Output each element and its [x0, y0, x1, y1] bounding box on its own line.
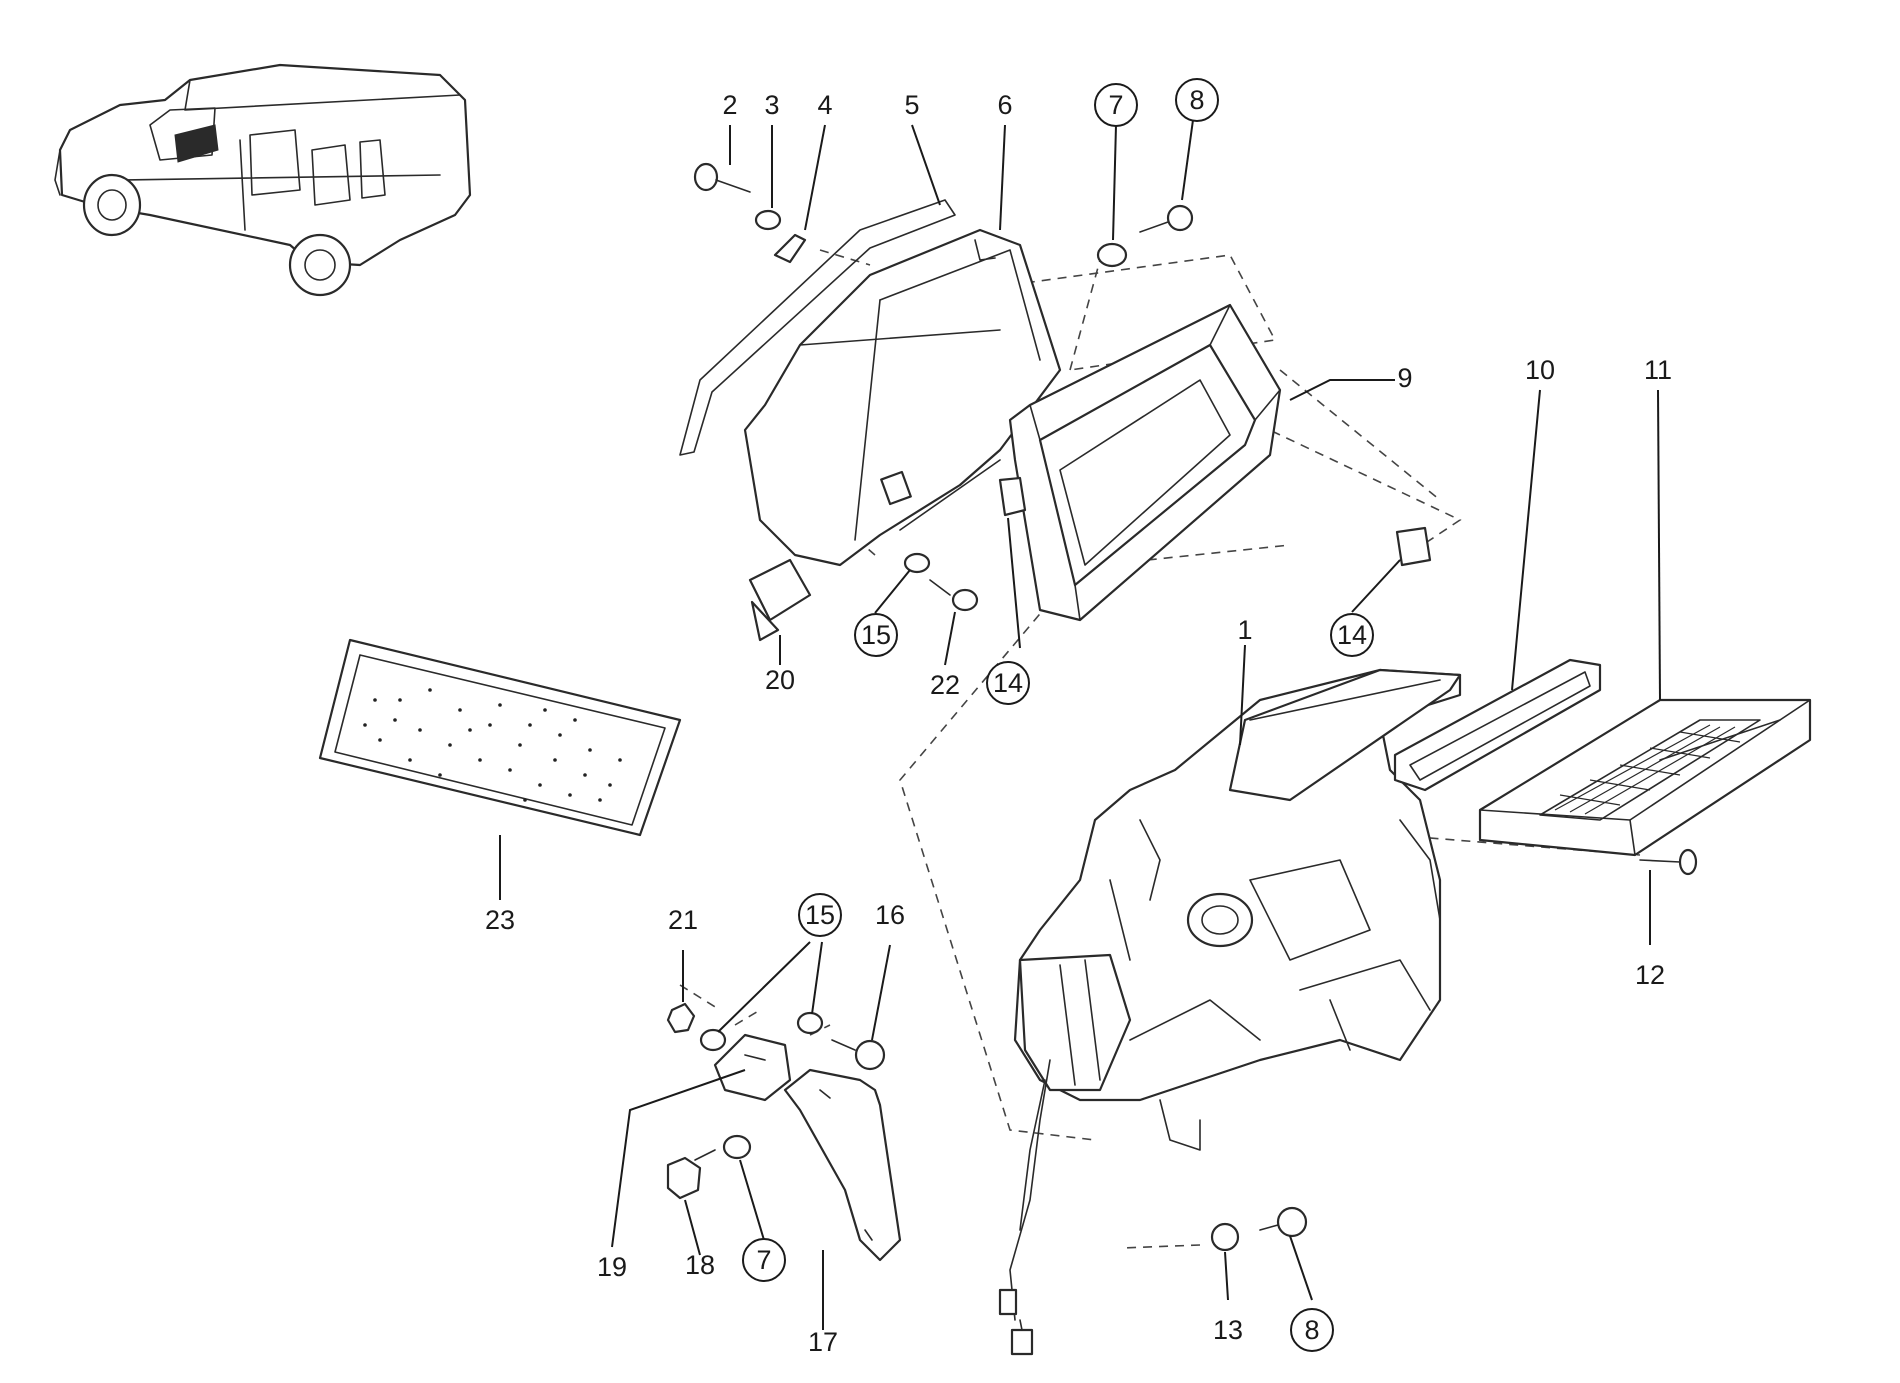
callout-22: 22: [930, 670, 960, 700]
callout-number: 5: [904, 90, 919, 120]
callout-9: 9: [1397, 363, 1412, 393]
callout-7: 7: [742, 1238, 786, 1282]
filter-pad-23: [318, 638, 682, 837]
callout-17: 17: [808, 1327, 838, 1357]
callout-15: 15: [798, 893, 842, 937]
callout-number: 9: [1397, 363, 1412, 393]
callout-number: 1: [1237, 615, 1252, 645]
callout-20: 20: [765, 665, 795, 695]
callout-23: 23: [485, 905, 515, 935]
bracket-17: [783, 1068, 902, 1262]
callout-number: 11: [1644, 355, 1672, 385]
callout-14: 14: [1330, 613, 1374, 657]
callout-14: 14: [986, 661, 1030, 705]
callout-circle: [1330, 613, 1374, 657]
callout-number: 20: [765, 665, 795, 695]
callout-number: 7: [1108, 90, 1123, 120]
vent-grille-11: [1478, 698, 1812, 857]
callout-number: 16: [875, 900, 905, 930]
callout-8: 8: [1175, 78, 1219, 122]
callout-number: 12: [1635, 960, 1665, 990]
blower-cover-6: [743, 228, 1062, 567]
leader-lines: [499, 119, 1661, 1330]
callout-11: 11: [1644, 355, 1672, 385]
callout-circle: [1094, 83, 1138, 127]
callout-number: 2: [722, 90, 737, 120]
callout-number: 4: [817, 90, 832, 120]
clip-19: [713, 1033, 792, 1102]
callout-19: 19: [597, 1252, 627, 1282]
callout-21: 21: [668, 905, 698, 935]
callout-4: 4: [817, 90, 832, 120]
callout-number: 14: [1337, 620, 1367, 650]
callout-13: 13: [1213, 1315, 1243, 1345]
callout-number: 21: [668, 905, 698, 935]
callout-10: 10: [1525, 355, 1555, 385]
gasket-5: [679, 199, 956, 456]
frame-9: [1008, 303, 1282, 622]
callout-number: 22: [930, 670, 960, 700]
callout-circle: [798, 893, 842, 937]
callout-number: 15: [805, 900, 835, 930]
callout-8: 8: [1290, 1308, 1334, 1352]
heater-box-1: [998, 668, 1462, 1356]
callout-circle: [986, 661, 1030, 705]
hardware: [666, 162, 1698, 1252]
callout-circle: [742, 1238, 786, 1282]
callout-number: 7: [756, 1245, 771, 1275]
callout-circle: [1175, 78, 1219, 122]
callout-number: 6: [997, 90, 1012, 120]
callout-3: 3: [764, 90, 779, 120]
callout-number: 8: [1304, 1315, 1319, 1345]
callout-number: 15: [861, 620, 891, 650]
callout-circle: [854, 613, 898, 657]
callout-15: 15: [854, 613, 898, 657]
suv-locator-icon: [54, 63, 472, 297]
callout-number: 3: [764, 90, 779, 120]
callout-7: 7: [1094, 83, 1138, 127]
callout-number: 23: [485, 905, 515, 935]
callout-6: 6: [997, 90, 1012, 120]
callout-12: 12: [1635, 960, 1665, 990]
callout-number: 13: [1213, 1315, 1243, 1345]
callout-number: 8: [1189, 85, 1204, 115]
callout-number: 19: [597, 1252, 627, 1282]
callout-number: 14: [993, 668, 1023, 698]
callout-2: 2: [722, 90, 737, 120]
callout-number: 18: [685, 1250, 715, 1280]
callout-5: 5: [904, 90, 919, 120]
callout-circle: [1290, 1308, 1334, 1352]
callout-18: 18: [685, 1250, 715, 1280]
callout-16: 16: [875, 900, 905, 930]
callout-1: 1: [1237, 615, 1252, 645]
flap-10: [1393, 658, 1602, 792]
callout-number: 17: [808, 1327, 838, 1357]
callout-number: 10: [1525, 355, 1555, 385]
